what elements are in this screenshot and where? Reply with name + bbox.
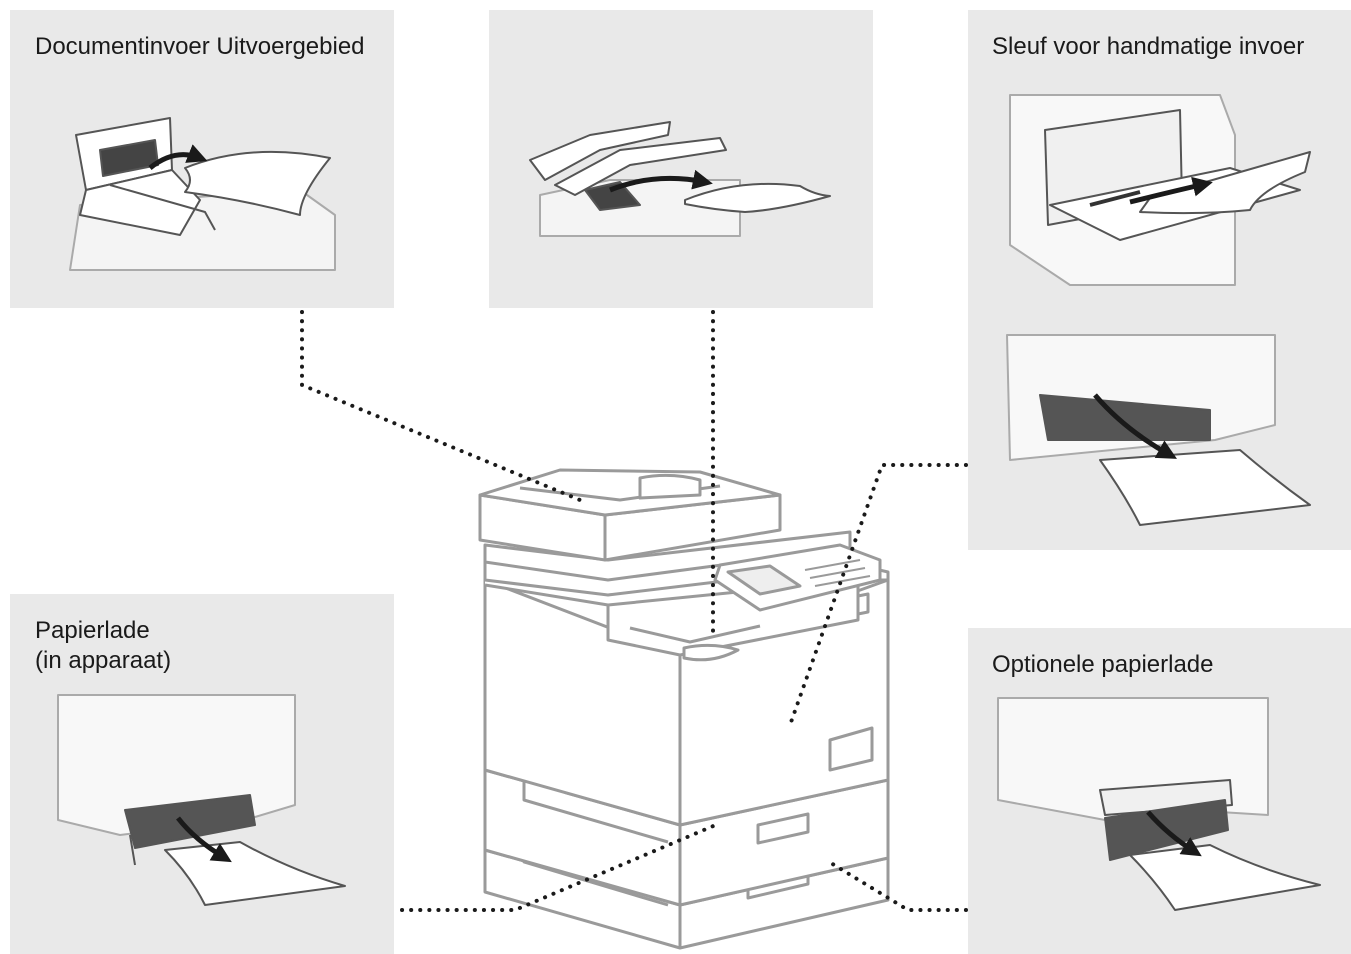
label-paper-drawer-line2: (in apparaat) [35, 647, 172, 674]
printer-illustration [478, 468, 890, 950]
feeder-illustration [69, 117, 336, 271]
manual-feed-jam-illustration [1006, 334, 1311, 526]
manual-feed-illustration [1009, 94, 1311, 286]
label-optional-drawer: Optionele papierlade [992, 651, 1214, 678]
leader-lines [300, 310, 968, 912]
leader-optional-drawer [824, 858, 968, 912]
leader-manual-feed-slot [788, 463, 968, 727]
leader-paper-drawer [400, 822, 720, 912]
label-manual-feed-slot: Sleuf voor handmatige invoer [992, 33, 1305, 60]
label-paper-drawer-line1: Papierlade [35, 617, 150, 644]
output-illustration [529, 121, 831, 237]
paper-drawer-illustration [57, 694, 346, 906]
leader-document-feeder [300, 310, 582, 502]
label-document-feeder: Documentinvoer Uitvoergebied [35, 33, 365, 60]
optional-drawer-illustration [997, 697, 1321, 911]
